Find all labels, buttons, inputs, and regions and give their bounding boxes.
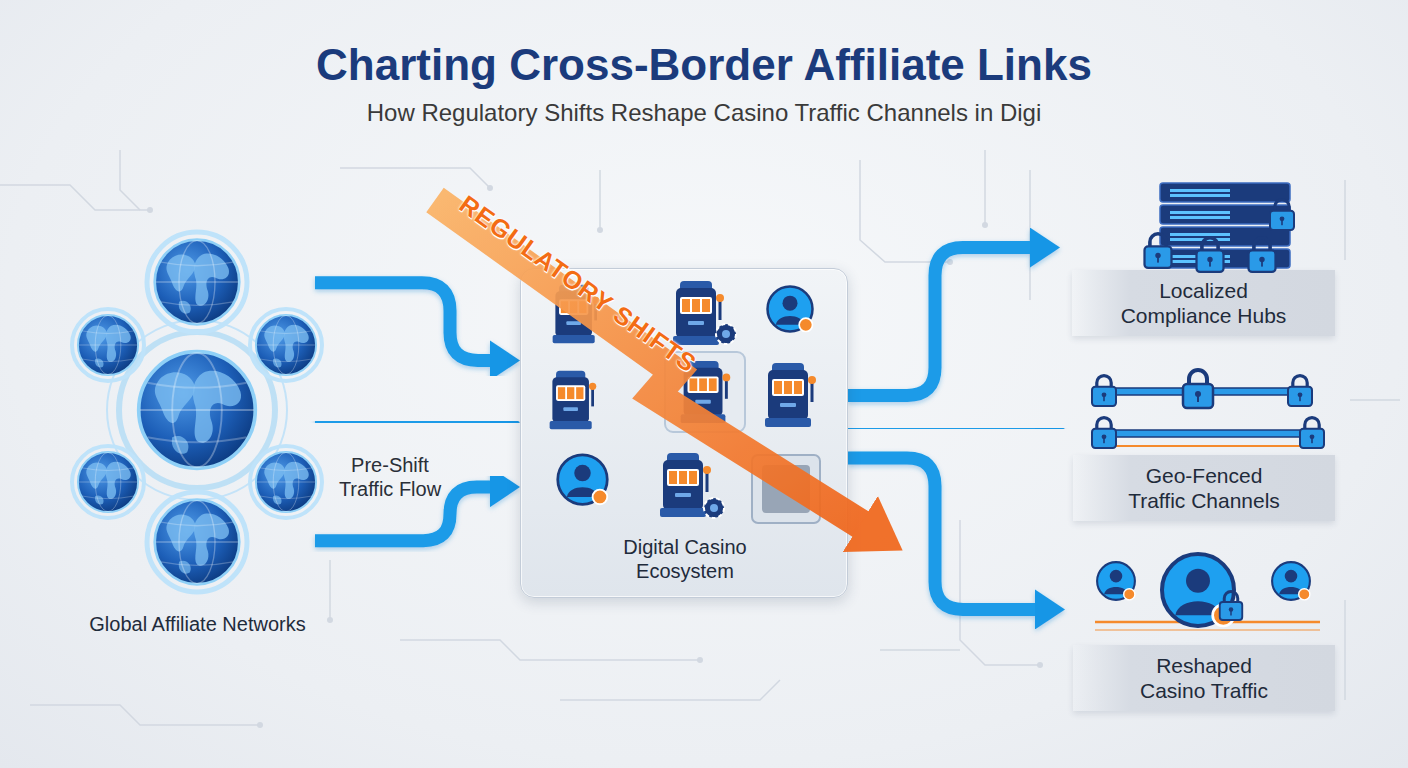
server-icon [1145,183,1295,272]
flow-arrow [315,415,492,428]
flow-arrow [848,248,1032,396]
people-icons [1095,554,1320,630]
channel-node: Geo-Fenced Traffic Channels [1065,365,1335,518]
lock-chain [1092,370,1324,448]
hub-node: Localized Compliance Hubs [1060,175,1335,340]
subtitle-text: How Regulatory Shifts Reshape Casino Tra… [367,99,1042,127]
edge-label: Pre-Shift Traffic Flow [325,453,455,502]
node-label: Digital Casino Ecosystem [585,535,785,584]
node-label: Global Affiliate Networks [80,612,315,636]
globe-node: Global Affiliate Networks [80,230,315,670]
globe-cluster [72,232,322,592]
flow-arrow [315,283,492,361]
flow-arrow [848,422,1037,435]
node-label: Reshaped Casino Traffic [1073,645,1335,711]
node-label: Localized Compliance Hubs [1072,270,1335,336]
traffic-node: Reshaped Casino Traffic [1065,550,1335,715]
flow-arrow [848,458,1037,609]
ecosystem-box: Digital Casino Ecosystem [520,268,848,598]
diagram-title: Charting Cross-Border Affiliate Links [0,40,1408,90]
node-label: Geo-Fenced Traffic Channels [1073,455,1335,521]
